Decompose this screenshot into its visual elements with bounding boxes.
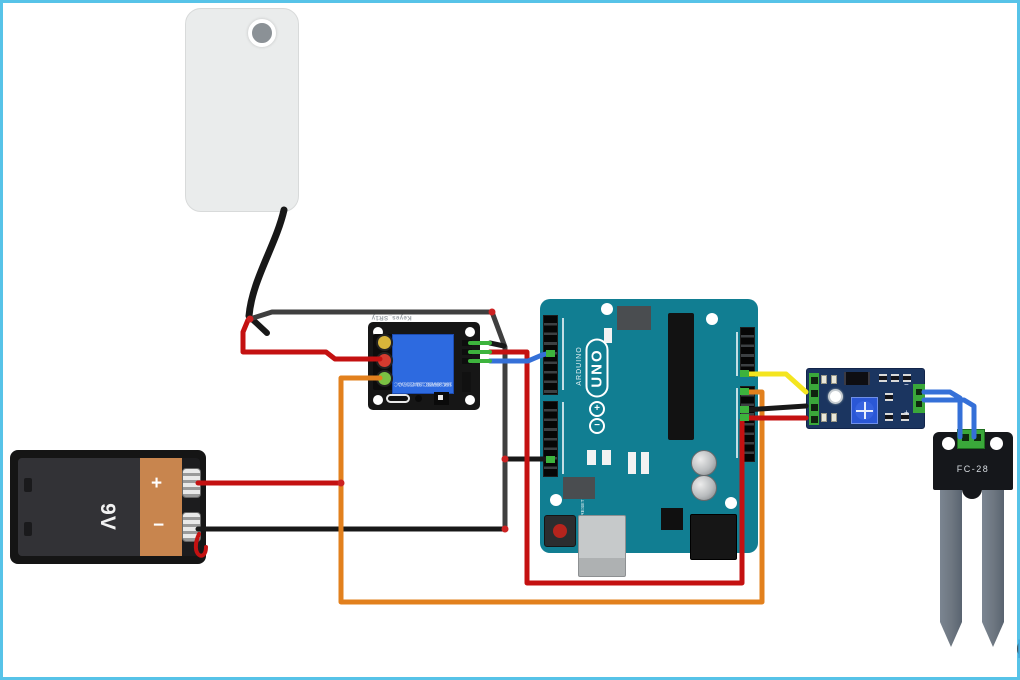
digital-header-upper (543, 315, 558, 395)
battery-clip (24, 478, 32, 492)
voltage-regulator (661, 508, 683, 530)
silkscreen-line (562, 318, 564, 390)
probe-model-label: FC-28 (956, 464, 990, 474)
arduino-infinity-logo-plus: + (589, 401, 605, 417)
relay-terminal-nc (376, 334, 393, 351)
mounting-hole (725, 497, 737, 509)
silkscreen-line (736, 332, 738, 376)
relay-pin-signal (462, 358, 472, 364)
power-header (740, 386, 755, 462)
reset-button (544, 515, 576, 547)
battery-voltage-label: 9V (96, 503, 119, 531)
mounting-hole (550, 494, 562, 506)
trimmer-potentiometer (851, 397, 878, 424)
smd-component (891, 374, 899, 382)
relay-transistor (434, 392, 449, 405)
battery-minus-sign: − (153, 515, 165, 536)
relay-terminal-no (376, 370, 393, 387)
capacitor (691, 450, 717, 476)
junction-dot (488, 308, 496, 316)
wire-pump-to-relay-com (240, 317, 383, 362)
smd-component (879, 374, 887, 382)
junction-dot (501, 525, 509, 533)
wire-pump-stub (248, 315, 270, 336)
smd-component (821, 375, 827, 384)
arduino-brand-text: ARDUINO (576, 346, 583, 386)
smd-component (885, 393, 893, 401)
sensor-led (828, 389, 843, 404)
relay-blue-body: 10A 250VAC 10A 125VAC 10A 30VDC 10A 28VD… (392, 334, 454, 394)
relay-terminal-com (376, 352, 393, 369)
moisture-sensor-module: − + (806, 368, 925, 429)
digital-header-lower (543, 401, 558, 477)
relay-module: Keyes_SR1y 10A 250VAC 10A 125VAC 10A 30V… (368, 314, 480, 410)
analog-header (740, 327, 755, 377)
component-label (641, 452, 649, 474)
battery-clip (24, 522, 32, 536)
capacitor (691, 475, 717, 501)
relay-side-component (462, 372, 471, 392)
comparator-ic (844, 372, 870, 385)
junction-dot (246, 315, 254, 323)
smd-component (831, 375, 837, 384)
icsp-header (617, 306, 651, 330)
sensor-plus-mark: + (904, 408, 909, 417)
component-label (602, 450, 611, 465)
logo-digest-text: Digest (1016, 634, 1020, 665)
battery-positive-terminal (182, 468, 201, 498)
wire-probe-a (921, 389, 963, 440)
component-label (628, 452, 636, 474)
mounting-hole (601, 303, 613, 315)
probe-prong-left (940, 455, 962, 647)
junction-dot (501, 455, 509, 463)
sensor-pin-header (809, 373, 819, 425)
pump-outlet-nozzle (248, 19, 276, 47)
icsp2-header (563, 477, 595, 499)
silkscreen-line (562, 402, 564, 474)
water-pump (185, 8, 299, 212)
battery-body (18, 458, 142, 556)
relay-pin-gnd (462, 340, 472, 346)
wire-relay-gnd-stub (487, 340, 507, 349)
sensor-minus-mark: − (904, 380, 909, 389)
smd-component (831, 413, 837, 422)
battery-band (140, 458, 182, 556)
mounting-hole (942, 437, 955, 450)
atmega-chip (668, 313, 694, 440)
arduino-infinity-logo-minus: − (589, 418, 605, 434)
smd-component (901, 413, 909, 421)
smd-component (903, 374, 911, 382)
probe-head-notch (962, 488, 982, 499)
mounting-hole (373, 395, 383, 405)
battery-negative-terminal (182, 512, 201, 542)
mounting-hole (706, 313, 718, 325)
junction-dot (337, 479, 345, 487)
silkscreen-line (736, 388, 738, 458)
relay-diode (386, 394, 410, 403)
probe-terminal-block (957, 429, 985, 449)
battery-plus-sign: + (151, 473, 163, 494)
sensor-probe-terminal (913, 384, 925, 413)
relay-pin-vcc (462, 349, 472, 355)
mounting-hole (465, 327, 475, 337)
battery-9v: + − 9V (10, 450, 206, 564)
mounting-hole (465, 395, 475, 405)
relay-led (415, 395, 422, 402)
smd-component (821, 413, 827, 422)
wire-pump-cable (245, 206, 288, 320)
smd-component (885, 413, 893, 421)
component-label (604, 328, 612, 343)
arduino-uno-board: UNO ARDUINO + − RESET (540, 299, 758, 577)
power-jack (690, 514, 737, 560)
probe-prong-right (982, 455, 1004, 647)
usb-port (578, 515, 626, 577)
mounting-hole (990, 437, 1003, 450)
component-label (587, 450, 596, 465)
